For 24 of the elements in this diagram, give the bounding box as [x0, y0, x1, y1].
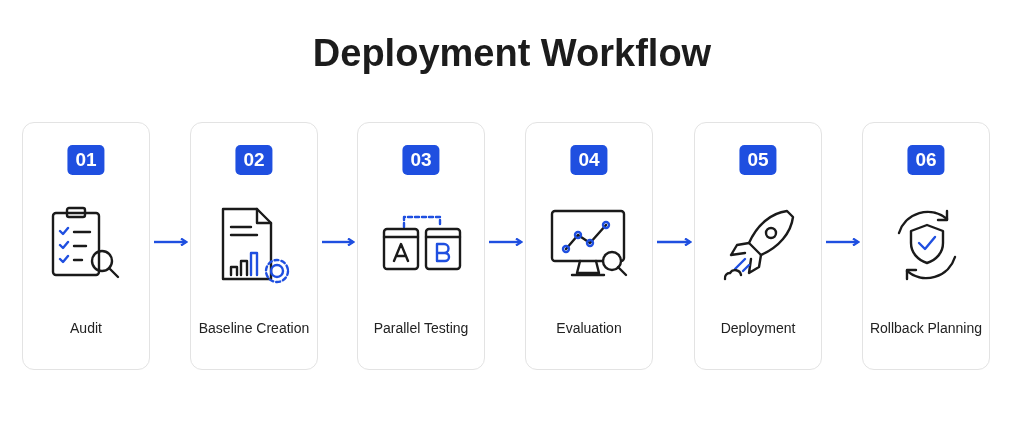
step-number: 03 — [402, 145, 440, 175]
step-card — [862, 122, 990, 370]
step-label: Rollback Planning — [869, 320, 983, 336]
arrow — [826, 237, 860, 247]
step-number: 06 — [907, 145, 945, 175]
step-number: 02 — [235, 145, 273, 175]
step-card — [694, 122, 822, 370]
step-card — [525, 122, 653, 370]
step-card — [357, 122, 485, 370]
step-label: Parallel Testing — [373, 320, 469, 336]
step-number: 05 — [739, 145, 777, 175]
arrow — [489, 237, 523, 247]
step-card — [190, 122, 318, 370]
step-label: Baseline Creation — [198, 320, 310, 336]
arrow — [322, 237, 355, 247]
arrow — [154, 237, 188, 247]
step-number: 01 — [67, 145, 105, 175]
step-label: Audit — [70, 320, 102, 336]
step-card — [22, 122, 150, 370]
arrow — [657, 237, 692, 247]
step-label: Deployment — [720, 320, 796, 336]
diagram-title: Deployment Workflow — [312, 32, 712, 75]
step-number: 04 — [570, 145, 608, 175]
step-label: Evaluation — [556, 320, 622, 336]
